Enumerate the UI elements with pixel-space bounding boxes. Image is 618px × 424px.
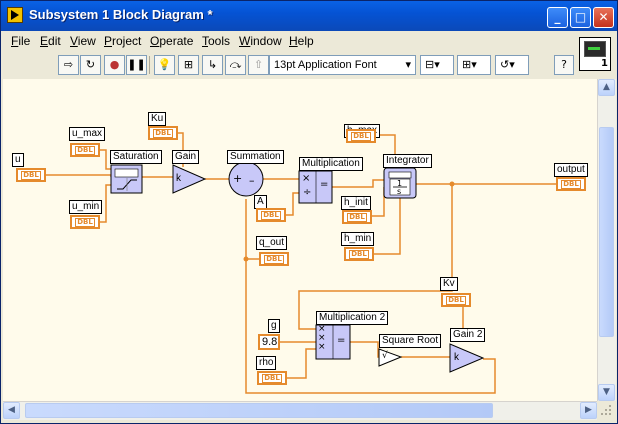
vertical-scroll-thumb[interactable] bbox=[599, 127, 614, 337]
ku-terminal[interactable]: DBL bbox=[148, 126, 178, 140]
label-integrator: Integrator bbox=[383, 154, 432, 168]
u-min-terminal[interactable]: DBL bbox=[70, 215, 100, 229]
label-h-min: h_min bbox=[341, 232, 375, 246]
h-min-terminal[interactable]: DBL bbox=[344, 247, 374, 261]
q-out-indicator[interactable]: DBL bbox=[259, 252, 289, 266]
retain-wire-values-icon[interactable]: ⊞ bbox=[178, 55, 199, 75]
label-u-max: u_max bbox=[69, 127, 106, 141]
label-saturation: Saturation bbox=[110, 150, 162, 164]
minimize-button[interactable]: _ bbox=[547, 7, 568, 28]
label-u-min: u_min bbox=[69, 200, 103, 214]
distribute-objects-dropdown[interactable]: ⊞▾ bbox=[457, 55, 491, 75]
mult2-inputs-icon: ××× bbox=[318, 324, 326, 352]
output-indicator[interactable]: DBL bbox=[556, 177, 586, 191]
run-arrow-icon[interactable]: ⇨ bbox=[58, 55, 79, 75]
a-terminal[interactable]: DBL bbox=[256, 208, 286, 222]
scroll-right-icon[interactable]: ▶ bbox=[580, 402, 597, 419]
menu-view[interactable]: View bbox=[70, 34, 96, 48]
scroll-up-icon[interactable]: ▲ bbox=[598, 79, 615, 96]
run-continuously-icon[interactable]: ↻ bbox=[80, 55, 101, 75]
gain-k: k bbox=[176, 173, 181, 184]
chevron-down-icon: ▾ bbox=[405, 59, 411, 71]
wires bbox=[46, 132, 556, 394]
font-select[interactable]: 13pt Application Font ▾ bbox=[269, 55, 416, 75]
labview-vi-icon bbox=[7, 7, 23, 23]
gain2-k: k bbox=[454, 352, 459, 363]
step-over-icon[interactable]: ⤼ bbox=[225, 55, 246, 75]
resize-grip-icon[interactable] bbox=[599, 403, 613, 417]
label-g: g bbox=[268, 319, 280, 333]
label-gain: Gain bbox=[172, 150, 200, 164]
close-button[interactable]: ✕ bbox=[593, 7, 614, 28]
multiplication2-block bbox=[315, 324, 351, 360]
label-multiplication-2: Multiplication 2 bbox=[316, 311, 389, 325]
menu-project[interactable]: Project bbox=[104, 34, 142, 48]
scroll-down-icon[interactable]: ▼ bbox=[598, 384, 615, 401]
rho-terminal[interactable]: DBL bbox=[257, 371, 287, 385]
step-out-icon[interactable]: ⇧ bbox=[248, 55, 269, 75]
u-control-terminal[interactable]: DBL bbox=[16, 168, 46, 182]
gain-block bbox=[172, 164, 207, 194]
abort-icon[interactable]: ● bbox=[104, 55, 125, 75]
kv-terminal[interactable]: DBL bbox=[441, 293, 471, 307]
align-objects-dropdown[interactable]: ⊟▾ bbox=[420, 55, 454, 75]
horizontal-scrollbar[interactable]: ◀ ▶ bbox=[3, 401, 597, 420]
mult-x-icon: × bbox=[302, 173, 311, 184]
menu-help[interactable]: Help bbox=[289, 34, 314, 48]
label-gain-2: Gain 2 bbox=[450, 328, 486, 342]
gain2-block bbox=[449, 343, 485, 373]
step-into-icon[interactable]: ↳ bbox=[202, 55, 223, 75]
h-max-terminal[interactable]: DBL bbox=[346, 129, 376, 143]
help-button[interactable]: ? bbox=[554, 55, 574, 75]
maximize-button[interactable]: □ bbox=[570, 7, 591, 28]
label-a: A bbox=[254, 195, 267, 209]
vertical-scrollbar[interactable]: ▲ ▼ bbox=[597, 79, 616, 401]
label-rho: rho bbox=[256, 356, 277, 370]
label-multiplication: Multiplication bbox=[299, 157, 363, 171]
vi-connector-icon[interactable]: 1 bbox=[579, 37, 611, 71]
label-square-root: Square Root bbox=[379, 334, 442, 348]
horizontal-scroll-thumb[interactable] bbox=[25, 403, 493, 418]
block-diagram-canvas[interactable]: u DBL u_max DBL u_min DBL Ku DBL Saturat… bbox=[3, 79, 597, 401]
label-kv: Kv bbox=[440, 277, 458, 291]
label-h-init: h_init bbox=[341, 196, 371, 210]
label-output: output bbox=[554, 163, 588, 177]
integrator-numerator: 1 bbox=[397, 179, 403, 188]
integrator-block bbox=[383, 167, 417, 199]
menu-window[interactable]: Window bbox=[239, 34, 282, 48]
toolbar: ⇨ ↻ ● ❚❚ 💡 ⊞ ↳ ⤼ ⇧ 13pt Application Font… bbox=[1, 52, 617, 78]
g-constant[interactable]: 9.8 bbox=[258, 334, 280, 350]
window-title: Subsystem 1 Block Diagram * bbox=[29, 7, 213, 22]
mult2-equals-icon: = bbox=[337, 335, 346, 346]
label-ku: Ku bbox=[148, 112, 167, 126]
highlight-execution-icon[interactable]: 💡 bbox=[154, 55, 175, 75]
reorder-dropdown[interactable]: ↺▾ bbox=[495, 55, 529, 75]
h-init-terminal[interactable]: DBL bbox=[342, 210, 372, 224]
scroll-left-icon[interactable]: ◀ bbox=[3, 402, 20, 419]
sqrt-icon: √ bbox=[382, 351, 388, 361]
pause-icon[interactable]: ❚❚ bbox=[126, 55, 147, 75]
sum-plus: + bbox=[233, 172, 243, 185]
label-q-out: q_out bbox=[256, 236, 288, 250]
integrator-denominator: s bbox=[397, 187, 402, 196]
menu-edit[interactable]: Edit bbox=[40, 34, 61, 48]
menu-bar: File Edit View Project Operate Tools Win… bbox=[1, 31, 617, 51]
multiplication-block bbox=[298, 170, 333, 204]
label-summation: Summation bbox=[227, 150, 284, 164]
u-max-terminal[interactable]: DBL bbox=[70, 143, 100, 157]
sum-minus: – bbox=[249, 174, 255, 187]
menu-file[interactable]: File bbox=[11, 34, 31, 48]
saturation-block bbox=[110, 164, 143, 194]
equals-icon: = bbox=[320, 179, 329, 190]
title-bar[interactable]: Subsystem 1 Block Diagram * _ □ ✕ bbox=[1, 1, 617, 31]
label-u: u bbox=[12, 153, 24, 167]
menu-operate[interactable]: Operate bbox=[150, 34, 194, 48]
menu-tools[interactable]: Tools bbox=[202, 34, 231, 48]
divide-icon: ÷ bbox=[303, 187, 312, 198]
square-root-block bbox=[378, 348, 403, 367]
